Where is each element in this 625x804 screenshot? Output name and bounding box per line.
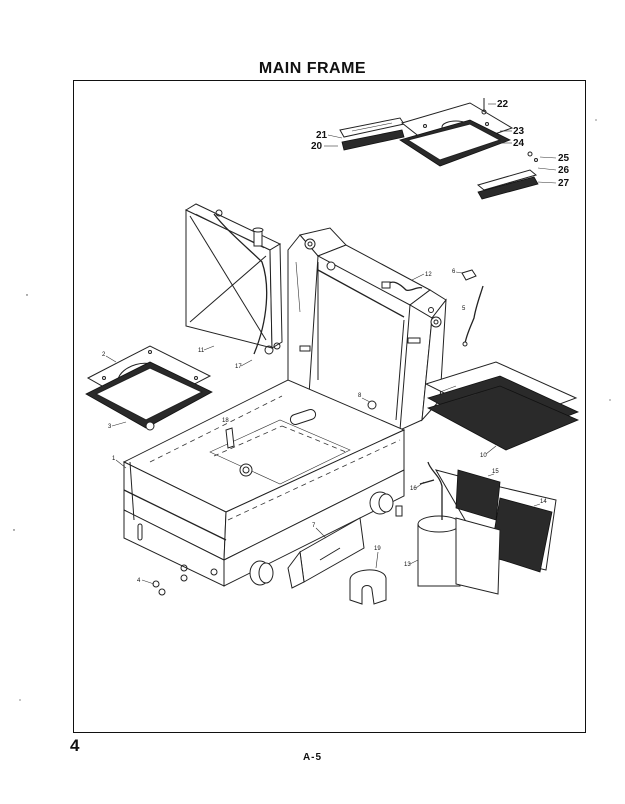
side-bracket <box>287 517 365 589</box>
control-plate-assembly <box>424 269 580 451</box>
callout-22: 22 <box>497 99 509 110</box>
seat-rail-assembly <box>339 98 539 200</box>
clamp-block <box>349 569 387 605</box>
scan-specks <box>13 119 611 701</box>
callout-12: 12 <box>425 272 432 278</box>
callout-26: 26 <box>558 165 570 176</box>
callout-10: 10 <box>480 453 487 459</box>
callout-19: 19 <box>374 546 381 552</box>
callout-6: 6 <box>452 269 456 275</box>
callout-13: 13 <box>404 562 411 568</box>
page-number: 4 <box>70 736 80 755</box>
callout-14: 14 <box>540 499 547 505</box>
callout-17: 17 <box>235 364 242 370</box>
callout-5: 5 <box>462 306 466 312</box>
enclosure-assembly <box>417 461 557 595</box>
callout-4: 4 <box>137 578 141 584</box>
callouts-large: 22 21 20 23 24 25 26 27 <box>311 99 570 189</box>
access-plate-assembly <box>85 345 213 431</box>
callout-3: 3 <box>108 424 112 430</box>
callout-7: 7 <box>312 523 316 529</box>
upright-housing <box>287 227 447 431</box>
page-title: MAIN FRAME <box>258 60 367 77</box>
callout-23: 23 <box>513 126 525 137</box>
seat-back-frame <box>184 203 283 355</box>
callout-20: 20 <box>311 141 323 152</box>
diagram-frame <box>73 80 586 733</box>
page-code: A-5 <box>302 752 323 763</box>
callout-16: 16 <box>410 486 417 492</box>
callout-24: 24 <box>513 138 525 149</box>
callout-8: 8 <box>358 393 362 399</box>
callout-11: 11 <box>198 348 205 354</box>
callout-25: 25 <box>558 153 570 164</box>
callout-27: 27 <box>558 178 570 189</box>
callouts-small: 12 6 5 2 17 11 3 8 18 1 10 15 16 14 7 19… <box>102 269 547 585</box>
main-base-frame <box>122 379 406 596</box>
callout-15: 15 <box>492 469 499 475</box>
callout-1: 1 <box>112 456 116 462</box>
callout-2: 2 <box>102 352 106 358</box>
callout-18: 18 <box>222 418 229 424</box>
callout-21: 21 <box>316 130 328 141</box>
